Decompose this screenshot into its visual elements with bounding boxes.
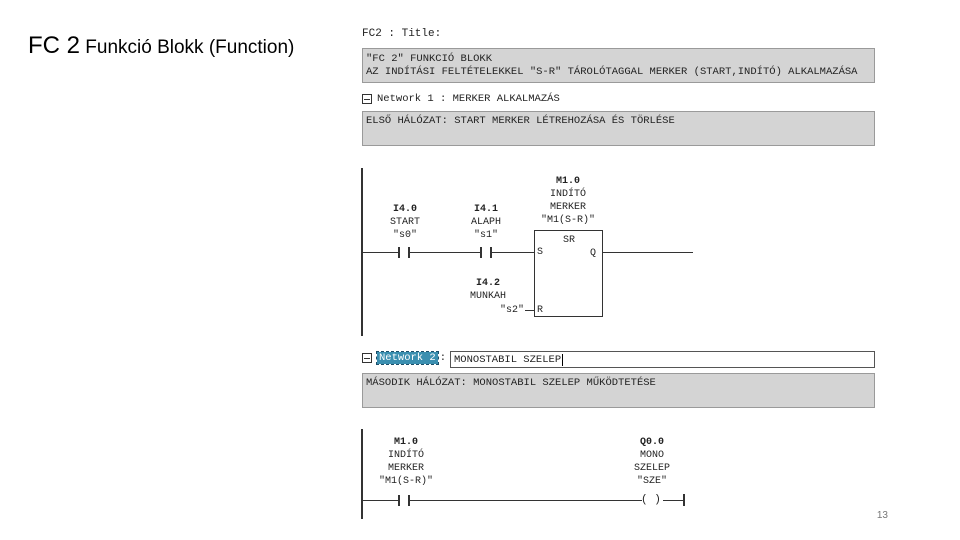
contact-start-left-bar: [398, 247, 400, 258]
contact-start-symbol: "s0": [392, 230, 417, 241]
coil-address: Q0.0: [639, 437, 664, 448]
contact-start-address: I4.0: [392, 204, 417, 215]
reset-input-address: I4.2: [475, 278, 500, 289]
sr-block-symbol: "M1(S-R)": [540, 215, 595, 226]
contact-start-right-bar: [408, 247, 410, 258]
collapse-icon[interactable]: [362, 353, 372, 363]
coil-name1: MONO: [639, 450, 664, 461]
text-caret: [562, 353, 564, 366]
network2-title-input[interactable]: MONOSTABIL SZELEP: [450, 351, 875, 368]
coil-labels[interactable]: Q0.0 MONO SZELEP "SZE": [617, 436, 687, 488]
contact-m10-left-bar: [398, 495, 400, 506]
coil-symbol: "SZE": [636, 476, 667, 487]
collapse-icon[interactable]: [362, 94, 372, 104]
block-comment-line2: AZ INDÍTÁSI FELTÉTELEKKEL "S-R" TÁROLÓTA…: [366, 66, 858, 78]
network1-label: Network 1: [377, 93, 434, 105]
contact-alaph-right-bar: [490, 247, 492, 258]
contact-start-labels[interactable]: I4.0 START "s0": [375, 203, 435, 242]
network1-wire: [410, 252, 480, 253]
network2-wire: [362, 500, 398, 501]
contact-alaph-name: ALAPH: [470, 217, 501, 228]
network2-separator: :: [439, 352, 447, 364]
sr-block-labels[interactable]: M1.0 INDÍTÓ MERKER "M1(S-R)": [528, 175, 608, 227]
contact-m10-right-bar: [408, 495, 410, 506]
contact-m10-labels[interactable]: M1.0 INDÍTÓ MERKER "M1(S-R)": [366, 436, 446, 488]
network2-power-rail: [361, 429, 363, 519]
network2-comment[interactable]: MÁSODIK HÁLÓZAT: MONOSTABIL SZELEP MŰKÖD…: [362, 373, 875, 408]
contact-alaph-address: I4.1: [473, 204, 498, 215]
reset-input-symbol[interactable]: "s2": [499, 305, 524, 316]
sr-output-wire: [603, 252, 693, 253]
network1-comment[interactable]: ELSŐ HÁLÓZAT: START MERKER LÉTREHOZÁSA É…: [362, 111, 875, 146]
block-comment[interactable]: "FC 2" FUNKCIÓ BLOKK AZ INDÍTÁSI FELTÉTE…: [362, 48, 875, 83]
contact-alaph-left-bar: [480, 247, 482, 258]
page-number: 13: [876, 510, 888, 521]
network2-wire: [410, 500, 642, 501]
slide-title: FC 2 Funkció Blokk (Function): [28, 32, 294, 60]
network2-label[interactable]: Network 2: [376, 351, 439, 365]
sr-block-address: M1.0: [555, 176, 580, 187]
sr-block-type: SR: [562, 235, 575, 246]
network2-header[interactable]: Network 2 :: [362, 351, 447, 365]
contact-m10-symbol: "M1(S-R)": [378, 476, 433, 487]
contact-m10-name2: MERKER: [387, 463, 424, 474]
contact-start-name: START: [389, 217, 420, 228]
network1-wire: [362, 252, 398, 253]
network1-separator: :: [433, 93, 453, 105]
sr-block-name2: MERKER: [549, 202, 586, 213]
sr-block[interactable]: [534, 230, 603, 317]
coil-glyph[interactable]: ( ): [641, 494, 661, 506]
slide-title-rest: Funkció Blokk (Function): [80, 37, 295, 58]
sr-pin-s: S: [537, 247, 544, 258]
reset-input-labels[interactable]: I4.2 MUNKAH: [458, 277, 518, 303]
network1-header[interactable]: Network 1 : MERKER ALKALMAZÁS: [362, 93, 560, 105]
network1-wire: [492, 252, 534, 253]
reset-input-wire: [525, 310, 534, 311]
network2-title: MONOSTABIL SZELEP: [454, 353, 562, 366]
contact-m10-address: M1.0: [393, 437, 418, 448]
reset-input-name: MUNKAH: [469, 291, 506, 302]
network1-title: MERKER ALKALMAZÁS: [452, 93, 560, 105]
network2-end-rail: [683, 494, 685, 506]
contact-alaph-symbol: "s1": [473, 230, 498, 241]
sr-pin-r: R: [537, 305, 544, 316]
contact-alaph-labels[interactable]: I4.1 ALAPH "s1": [456, 203, 516, 242]
sr-pin-q: Q: [590, 248, 597, 259]
fc-title[interactable]: FC2 : Title:: [362, 28, 442, 40]
contact-m10-name1: INDÍTÓ: [387, 450, 424, 461]
coil-name2: SZELEP: [633, 463, 670, 474]
network2-wire: [663, 500, 683, 501]
slide-title-main: FC 2: [28, 32, 81, 59]
sr-block-name1: INDÍTÓ: [549, 189, 586, 200]
block-comment-line1: "FC 2" FUNKCIÓ BLOKK: [366, 53, 493, 65]
